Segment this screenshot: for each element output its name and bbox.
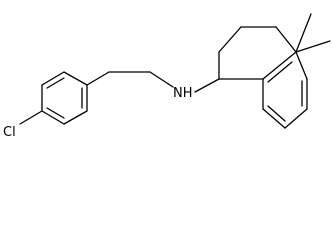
ring-a-bond-6: [41, 110, 65, 125]
sat-bond-5: [262, 51, 297, 80]
ring-a-double-3: [46, 107, 65, 119]
methyl-bond-1: [295, 13, 312, 53]
ring-b-bond-2: [262, 108, 286, 129]
bond-ring-ch2: [86, 71, 110, 86]
ring-a-bond-3: [63, 71, 88, 86]
ring-a-bond-5: [63, 110, 88, 125]
ring-a-double-1: [46, 77, 65, 89]
sat-bond-2: [218, 26, 242, 53]
bond-ch2-n: [149, 71, 174, 88]
ring-b-double-3: [267, 61, 293, 83]
bond-n-c1: [194, 78, 220, 93]
benzyl-amine-linker: [86, 71, 220, 93]
ring-b-bond-5: [295, 51, 308, 80]
fused-aromatic-ring: [262, 51, 308, 129]
bond-cl-ring: [19, 110, 43, 125]
molecule-structure: Cl NH: [3, 13, 331, 140]
sat-bond-4: [275, 26, 297, 53]
amine-label: NH: [173, 86, 193, 101]
chlorine-label: Cl: [3, 125, 16, 140]
saturated-ring: [218, 26, 297, 80]
methyl-bond-2: [295, 40, 331, 53]
chlorophenyl-ring: [19, 71, 88, 125]
ring-a-bond-2: [41, 71, 65, 86]
ring-b-double-1: [267, 105, 286, 122]
gem-dimethyl: [295, 13, 331, 53]
ring-b-bond-3: [284, 108, 308, 129]
